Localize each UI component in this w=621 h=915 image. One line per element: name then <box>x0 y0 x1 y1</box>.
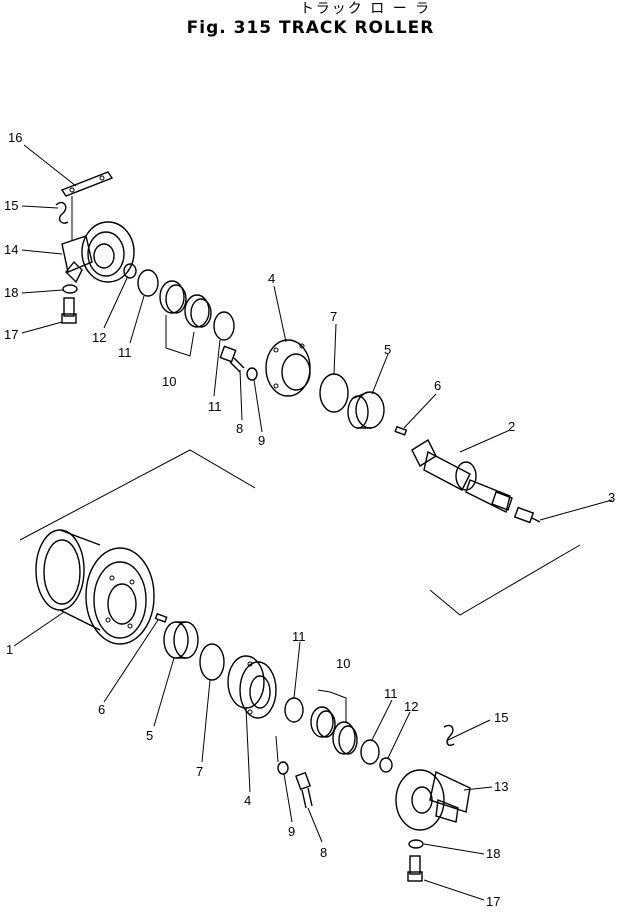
callout-5: 5 <box>384 342 391 357</box>
part-8-bolt <box>219 345 245 373</box>
callout-18: 18 <box>4 285 18 300</box>
callout-7: 7 <box>196 764 203 779</box>
callout-11: 11 <box>208 399 222 414</box>
callout-9: 9 <box>288 824 295 839</box>
part-3-plug <box>513 506 541 524</box>
part-1-roller-body <box>35 529 155 645</box>
callout-5: 5 <box>146 728 153 743</box>
part-17-bolt <box>61 297 77 324</box>
callout-7: 7 <box>330 309 337 324</box>
part-9-washer <box>277 761 289 775</box>
part-18-washer <box>408 839 424 849</box>
leader-lines <box>13 144 613 901</box>
part-18-washer <box>62 284 78 294</box>
part-4-retainer <box>265 339 311 397</box>
callout-9: 9 <box>258 433 265 448</box>
part-7-o-ring <box>199 643 225 681</box>
part-6-pin <box>154 612 168 623</box>
callout-4: 4 <box>268 271 275 286</box>
part-5-bushing <box>347 391 385 429</box>
part-12-o-ring <box>379 757 393 773</box>
callout-4: 4 <box>244 793 251 808</box>
part-17-bolt <box>407 855 423 882</box>
part-8-bolt <box>295 771 313 809</box>
callout-16: 16 <box>8 130 22 145</box>
callout-11: 11 <box>292 629 306 644</box>
assembly-boundary <box>19 449 581 616</box>
part-13-collar <box>395 769 471 831</box>
callout-12: 12 <box>404 699 418 714</box>
callout-6: 6 <box>98 702 105 717</box>
part-4-retainer <box>227 655 277 719</box>
figure-caption-japanese: トラック ロ ー ラ <box>299 1 432 17</box>
part-16-lock-plate <box>60 171 114 240</box>
part-15-spring-pin <box>55 201 69 224</box>
callout-17: 17 <box>4 327 18 342</box>
callout-11: 11 <box>384 686 398 701</box>
part-10-floating-seal <box>159 280 212 357</box>
callout-1: 1 <box>6 642 13 657</box>
part-14-collar <box>61 221 135 284</box>
callout-14: 14 <box>4 242 18 257</box>
callout-2: 2 <box>508 419 515 434</box>
callout-15: 15 <box>494 710 508 725</box>
callout-8: 8 <box>320 845 327 860</box>
part-11-o-ring <box>213 311 235 341</box>
callout-12: 12 <box>92 330 106 345</box>
part-9-washer <box>246 367 258 381</box>
callout-10: 10 <box>162 374 176 389</box>
part-7-o-ring <box>319 373 349 413</box>
part-6-pin <box>394 425 408 436</box>
part-5-bushing <box>163 621 199 659</box>
part-10-floating-seal <box>310 689 358 755</box>
callout-6: 6 <box>434 378 441 393</box>
callout-10: 10 <box>336 656 350 671</box>
part-11-o-ring <box>284 697 304 723</box>
part-15-spring-pin <box>443 724 455 746</box>
callout-8: 8 <box>236 421 243 436</box>
figure-caption: Fig. 315 TRACK ROLLER <box>186 18 435 38</box>
callout-13: 13 <box>494 779 508 794</box>
callout-17: 17 <box>486 894 500 909</box>
callout-18: 18 <box>486 846 500 861</box>
callout-15: 15 <box>4 198 18 213</box>
part-2-shaft <box>411 438 513 514</box>
part-12-o-ring <box>123 263 137 279</box>
callout-11: 11 <box>118 345 132 360</box>
figure-title-block: トラック ロ ー ラ Fig. 315 TRACK ROLLER <box>0 0 621 38</box>
part-11-o-ring <box>137 269 159 297</box>
part-11-o-ring <box>360 739 380 765</box>
callout-labels: 16 15 14 18 17 12 11 10 11 8 9 4 7 5 6 2… <box>4 130 615 909</box>
callout-3: 3 <box>608 490 615 505</box>
